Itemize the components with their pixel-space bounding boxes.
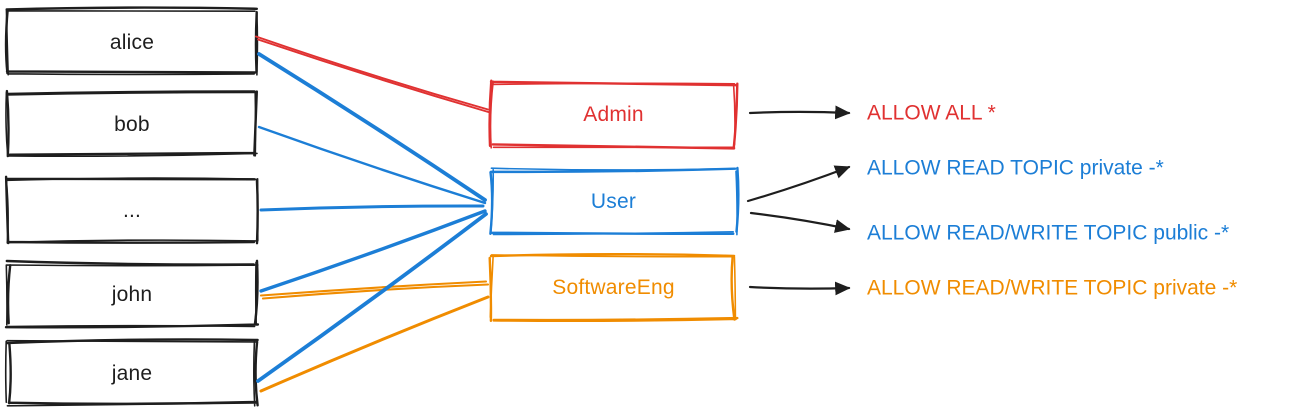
grant-arrow-user-perm-rw-public bbox=[749, 211, 851, 233]
membership-edge-bob-user bbox=[257, 125, 487, 205]
role-box-admin-label: Admin bbox=[583, 103, 644, 126]
permission-label-perm-rw-public: ALLOW READ/WRITE TOPIC public -* bbox=[867, 221, 1230, 245]
membership-edge-john-user bbox=[259, 209, 487, 293]
grant-arrow-admin-perm-allow-all bbox=[748, 105, 851, 120]
grant-arrow-user-perm-read-private bbox=[746, 165, 851, 203]
user-box-alice-outline bbox=[5, 8, 259, 76]
role-box-softwareeng-outline bbox=[488, 252, 739, 322]
user-box-alice-label: alice bbox=[109, 30, 155, 54]
user-box-alice-outline bbox=[4, 6, 258, 75]
role-box-user-outline bbox=[489, 166, 740, 236]
node-boxes-group bbox=[4, 6, 740, 407]
user-box-john-outline bbox=[4, 259, 260, 329]
membership-edge-alice-user bbox=[257, 52, 487, 202]
membership-edge-alice-admin bbox=[257, 38, 491, 114]
grant-arrow-softwareeng-perm-rw-private bbox=[748, 281, 851, 296]
membership-edges-group bbox=[255, 35, 491, 393]
user-box-ellipsis-outline bbox=[5, 177, 259, 244]
user-box-jane-label: jane bbox=[111, 361, 153, 385]
user-box-ellipsis-label: ... bbox=[122, 198, 142, 222]
grant-arrows-group bbox=[746, 105, 851, 296]
role-box-user-label: User bbox=[590, 190, 637, 213]
permission-label-perm-read-private: ALLOW READ TOPIC private -* bbox=[867, 156, 1164, 180]
role-box-softwareeng-outline bbox=[489, 254, 737, 323]
role-box-admin-outline bbox=[489, 80, 736, 149]
membership-edge-jane-user bbox=[256, 212, 488, 383]
membership-edge-alice-admin bbox=[255, 35, 489, 111]
membership-edge-jane-softwareeng bbox=[259, 295, 490, 393]
membership-edge-john-softwareeng bbox=[261, 283, 490, 300]
permission-label-perm-allow-all: ALLOW ALL * bbox=[867, 101, 996, 125]
permission-label-perm-rw-private: ALLOW READ/WRITE TOPIC private -* bbox=[867, 276, 1238, 300]
user-box-bob-label: bob bbox=[114, 112, 150, 136]
membership-edge-ellipsis-user bbox=[259, 204, 485, 212]
role-box-user-outline bbox=[489, 167, 738, 236]
user-box-john-label: john bbox=[111, 282, 153, 306]
membership-edge-john-softwareeng bbox=[259, 280, 488, 297]
user-box-jane-outline bbox=[5, 338, 259, 407]
user-box-john-outline bbox=[5, 261, 259, 328]
user-box-jane-outline bbox=[4, 339, 259, 407]
role-box-softwareeng-label: SoftwareEng bbox=[552, 276, 675, 299]
user-box-bob-outline bbox=[5, 90, 258, 158]
